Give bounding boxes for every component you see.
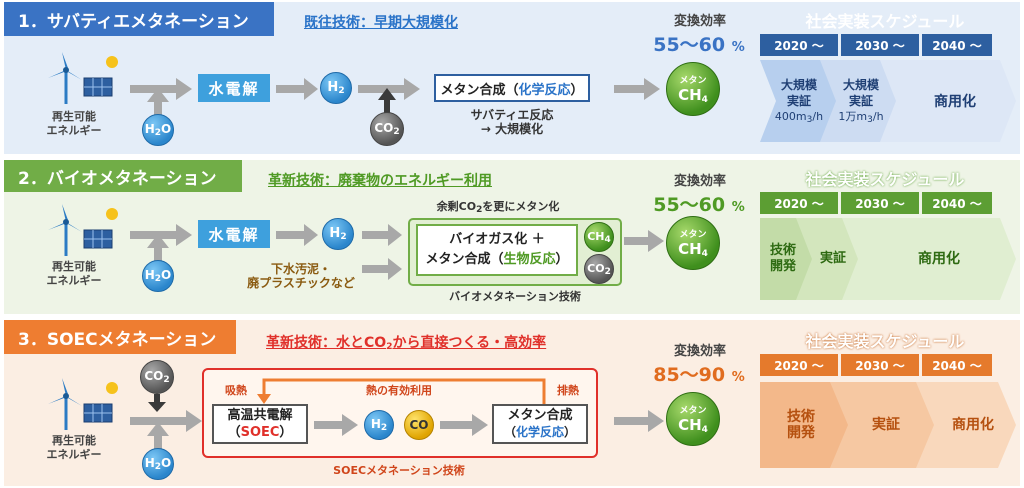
wind-solar-icon bbox=[48, 378, 118, 430]
panel-sabatier: 1．サバティエメタネーション 既往技術：早期大規模化 再生可能 エネルギー H2… bbox=[4, 2, 1020, 154]
arrow-icon bbox=[358, 78, 420, 100]
schedule-stage: 商用化 bbox=[918, 251, 960, 267]
methane-synthesis-box: メタン合成 （化学反応） bbox=[492, 404, 588, 444]
schedule-stage: 商用化 bbox=[934, 94, 976, 110]
arrow-icon bbox=[130, 78, 192, 100]
year-badge: 2040 ～ bbox=[922, 192, 992, 214]
h2-circle: H2 bbox=[322, 218, 354, 250]
tagline: 革新技術：廃棄物のエネルギー利用 bbox=[268, 173, 492, 189]
efficiency-label: 変換効率 bbox=[673, 344, 726, 359]
panel-title: 1．サバティエメタネーション bbox=[4, 2, 274, 36]
process-caption: バイオメタネーション技術 bbox=[449, 290, 581, 303]
excess-co2-note: 余剰CO2を更にメタン化 bbox=[436, 200, 560, 215]
arrow-up-icon bbox=[147, 234, 169, 266]
schedule-stage: 大規模 実証 1万m3/h bbox=[838, 77, 884, 125]
wind-solar-icon bbox=[48, 204, 118, 256]
tagline: 既往技術：早期大規模化 bbox=[304, 15, 458, 31]
efficiency-label: 変換効率 bbox=[673, 174, 726, 189]
arrow-up-icon bbox=[147, 422, 169, 450]
year-badge: 2020 ～ bbox=[760, 354, 838, 376]
ch4-circle: CH4 bbox=[584, 222, 614, 252]
heat-loop-arrow bbox=[257, 378, 546, 404]
h2o-circle: H2O bbox=[142, 448, 174, 480]
schedule-stage: 商用化 bbox=[952, 417, 994, 433]
waste-label: 下水汚泥・ 廃プラスチックなど bbox=[247, 262, 355, 290]
h2o-circle: H2O bbox=[142, 260, 174, 292]
year-badge: 2030 ～ bbox=[841, 354, 919, 376]
h2-circle: H2 bbox=[364, 410, 394, 440]
schedule-stage: 実証 bbox=[819, 251, 846, 266]
ch4-circle: メタン CH4 bbox=[666, 62, 720, 116]
bio-process-box: バイオガス化 ＋ メタン合成（生物反応） bbox=[416, 224, 578, 276]
heat-absorb-label: 吸熱 bbox=[225, 384, 247, 397]
efficiency-value: 55～60 % bbox=[653, 34, 745, 56]
process-caption: SOECメタネーション技術 bbox=[333, 464, 465, 477]
arrow-icon bbox=[614, 410, 664, 432]
panel-title: 3．SOECメタネーション bbox=[4, 320, 236, 354]
heat-use-label: 熱の有効利用 bbox=[366, 384, 432, 397]
schedule-chevrons bbox=[760, 382, 1016, 468]
co2-circle: CO2 bbox=[584, 254, 614, 284]
arrow-down-icon bbox=[148, 394, 166, 412]
electrolysis-box: 水電解 bbox=[198, 74, 270, 102]
arrow-icon bbox=[130, 224, 192, 246]
year-badge: 2040 ～ bbox=[922, 354, 992, 376]
h2-circle: H2 bbox=[320, 72, 352, 104]
methane-synthesis-box: メタン合成（化学反応） bbox=[434, 74, 590, 102]
arrow-icon bbox=[362, 258, 402, 280]
reaction-note: サバティエ反応 → 大規模化 bbox=[470, 108, 554, 136]
arrow-icon bbox=[440, 414, 488, 436]
arrow-icon bbox=[276, 78, 318, 100]
arrow-up-icon bbox=[147, 88, 169, 120]
panel-bio: 2．バイオメタネーション 革新技術：廃棄物のエネルギー利用 再生可能 エネルギー… bbox=[4, 160, 1020, 314]
arrow-icon bbox=[614, 78, 660, 100]
arrow-icon bbox=[276, 224, 318, 246]
heat-exhaust-label: 排熱 bbox=[557, 384, 579, 397]
tagline: 革新技術：水とCO2から直接つくる・高効率 bbox=[266, 335, 547, 352]
year-badge: 2040 ～ bbox=[922, 34, 992, 56]
year-badge: 2030 ～ bbox=[841, 192, 919, 214]
co-circle: CO bbox=[404, 410, 434, 440]
efficiency-value: 55～60 % bbox=[653, 194, 745, 216]
schedule-title: 社会実装スケジュール bbox=[805, 170, 965, 189]
renewable-label: 再生可能 エネルギー bbox=[46, 260, 102, 287]
renewable-label: 再生可能 エネルギー bbox=[46, 434, 102, 461]
efficiency-label: 変換効率 bbox=[673, 14, 726, 29]
year-badge: 2020 ～ bbox=[760, 192, 838, 214]
year-badge: 2020 ～ bbox=[760, 34, 838, 56]
co2-circle: CO2 bbox=[140, 360, 174, 394]
ch4-circle: メタン CH4 bbox=[666, 216, 720, 270]
arrow-icon bbox=[362, 224, 402, 246]
schedule-stage: 技術 開発 bbox=[769, 243, 796, 274]
arrow-up-icon bbox=[378, 88, 396, 114]
efficiency-value: 85～90 % bbox=[653, 364, 745, 386]
h2o-circle: H2O bbox=[142, 114, 174, 146]
year-badge: 2030 ～ bbox=[841, 34, 919, 56]
ch4-circle: メタン CH4 bbox=[666, 392, 720, 446]
co2-circle: CO2 bbox=[370, 112, 404, 146]
wind-solar-icon bbox=[48, 52, 118, 104]
arrow-icon bbox=[314, 414, 358, 436]
arrow-icon bbox=[130, 410, 202, 432]
schedule-chevrons bbox=[760, 218, 1016, 300]
renewable-label: 再生可能 エネルギー bbox=[46, 110, 102, 137]
soec-box: 高温共電解 （SOEC） bbox=[212, 404, 308, 444]
panel-title: 2．バイオメタネーション bbox=[4, 160, 242, 192]
schedule-stage: 実証 bbox=[872, 417, 900, 433]
schedule-stage: 大規模 実証 400m3/h bbox=[774, 77, 824, 125]
schedule-title: 社会実装スケジュール bbox=[805, 332, 965, 351]
schedule-chevrons bbox=[760, 60, 1016, 142]
electrolysis-box: 水電解 bbox=[198, 220, 270, 248]
panel-soec: 3．SOECメタネーション 革新技術：水とCO2から直接つくる・高効率 再生可能… bbox=[4, 320, 1020, 486]
schedule-title: 社会実装スケジュール bbox=[805, 12, 965, 31]
schedule-stage: 技術 開発 bbox=[787, 409, 815, 441]
arrow-icon bbox=[624, 230, 664, 252]
